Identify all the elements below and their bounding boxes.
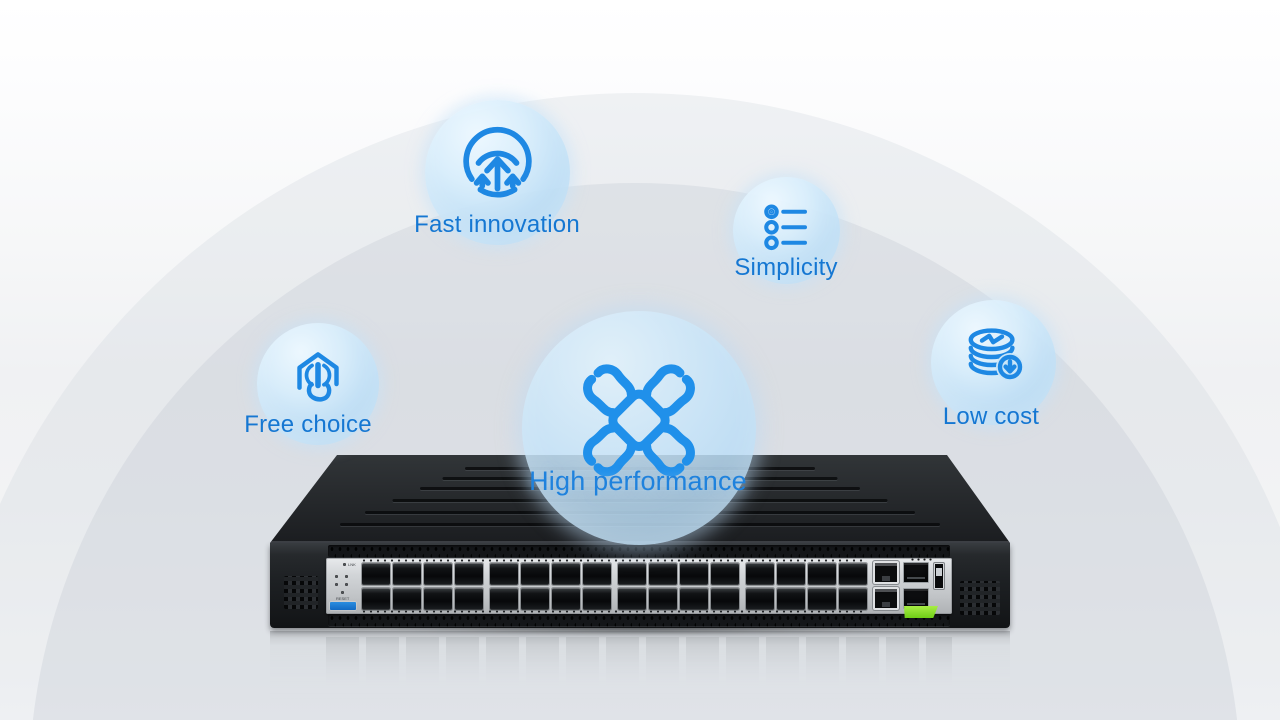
qsfp-port <box>455 563 483 585</box>
qsfp-port-area <box>362 563 867 610</box>
qsfp-port <box>649 588 677 610</box>
feature-label-fast-innovation: Fast innovation <box>414 211 580 238</box>
qsfp-port <box>424 588 452 610</box>
qsfp-port <box>711 563 739 585</box>
qsfp-port <box>424 563 452 585</box>
bottom-vent-holes <box>328 614 950 627</box>
qsfp-port <box>552 563 580 585</box>
qsfp-port-group <box>362 563 483 610</box>
right-vent-grid <box>960 581 1000 615</box>
switch-front-panel: LNK RESET <box>270 543 1010 628</box>
feature-label-high-performance: High performance <box>529 466 747 496</box>
status-led <box>343 563 346 566</box>
qsfp-port <box>521 563 549 585</box>
status-led <box>335 583 338 586</box>
qsfp-port <box>839 563 867 585</box>
qsfp-port <box>680 563 708 585</box>
rj45-port <box>873 587 899 610</box>
feature-bubble-low-cost <box>931 300 1056 425</box>
feature-bubble-fast-innovation <box>425 100 570 245</box>
reflection-body <box>270 631 1010 719</box>
qsfp-port <box>618 588 646 610</box>
qsfp-port <box>521 588 549 610</box>
qsfp-port <box>680 588 708 610</box>
tap-shield-icon <box>297 352 339 402</box>
sfp-port <box>903 588 929 609</box>
qsfp-port <box>362 563 390 585</box>
status-led <box>345 575 348 578</box>
management-ports <box>871 558 949 613</box>
left-vent-grid <box>284 576 318 609</box>
port-led-dots <box>362 610 867 613</box>
switch-faceplate: LNK RESET <box>326 558 952 614</box>
qsfp-port <box>490 563 518 585</box>
innovation-arrows-icon <box>463 126 532 198</box>
qsfp-port <box>583 588 611 610</box>
status-led-block: LNK RESET <box>329 561 359 611</box>
status-led <box>345 583 348 586</box>
cpu-chip-icon <box>575 364 703 484</box>
qsfp-port <box>393 563 421 585</box>
qsfp-port <box>649 563 677 585</box>
qsfp-port <box>393 588 421 610</box>
led-label-lnk: LNK <box>348 562 356 567</box>
qsfp-port <box>746 588 774 610</box>
feature-label-simplicity: Simplicity <box>734 254 838 281</box>
qsfp-port <box>455 588 483 610</box>
reset-button <box>341 591 344 594</box>
qsfp-port <box>583 563 611 585</box>
feature-bubble-free-choice <box>257 323 379 445</box>
status-led <box>335 575 338 578</box>
checklist-icon <box>763 203 807 250</box>
mgmt-led-dots <box>911 558 935 561</box>
switch-reflection <box>270 631 1010 719</box>
qsfp-port <box>777 563 805 585</box>
qsfp-port <box>552 588 580 610</box>
qsfp-port <box>808 563 836 585</box>
feature-bubble-high-performance <box>522 311 756 545</box>
sfp-port <box>903 562 929 583</box>
top-vent-holes <box>328 545 950 558</box>
model-label-badge <box>330 602 356 610</box>
feature-label-low-cost: Low cost <box>942 403 1040 430</box>
rj45-port <box>873 561 899 584</box>
feature-bubble-simplicity <box>733 177 840 284</box>
qsfp-port-group <box>618 563 739 610</box>
qsfp-port <box>808 588 836 610</box>
port-led-dots <box>362 559 867 562</box>
usb-port <box>934 563 944 589</box>
feature-label-free-choice: Free choice <box>244 411 372 438</box>
qsfp-port <box>839 588 867 610</box>
qsfp-port-group <box>490 563 611 610</box>
psu-pull-tab <box>904 606 938 618</box>
qsfp-port <box>777 588 805 610</box>
qsfp-port <box>362 588 390 610</box>
qsfp-port-group <box>746 563 867 610</box>
qsfp-port <box>618 563 646 585</box>
led-label-reset: RESET <box>336 596 350 601</box>
coins-arrow-down-icon <box>968 327 1024 381</box>
qsfp-port <box>711 588 739 610</box>
qsfp-port <box>490 588 518 610</box>
qsfp-port <box>746 563 774 585</box>
